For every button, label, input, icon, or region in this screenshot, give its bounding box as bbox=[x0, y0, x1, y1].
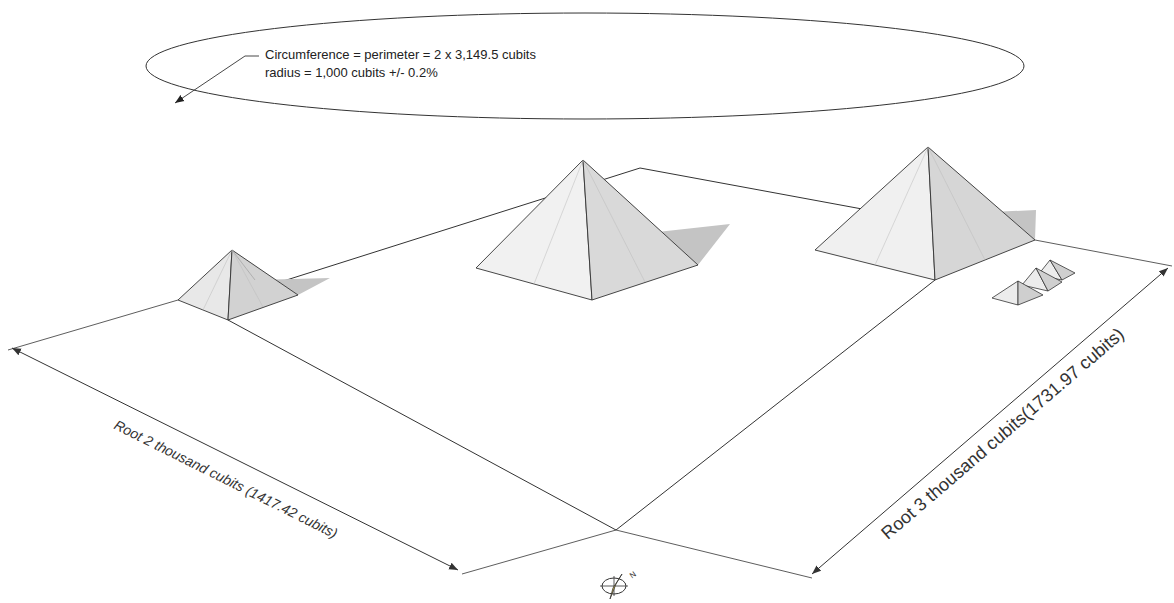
leader-line bbox=[175, 56, 259, 103]
dimension-lines bbox=[12, 268, 1168, 574]
compass-letter-holder: N bbox=[626, 569, 639, 582]
dimension-label: Root 2 thousand cubits (1417.42 cubits) bbox=[110, 416, 342, 543]
circle-outline bbox=[146, 13, 1024, 119]
compass-letter: N bbox=[626, 569, 639, 582]
circle-annotation: Circumference = perimeter = 2 x 3,149.5 … bbox=[145, 12, 1025, 120]
khufu-pyramid bbox=[815, 147, 1035, 280]
annotation-text: radius = 1,000 cubits +/- 0.2% bbox=[265, 64, 1025, 82]
khafre-pyramid bbox=[476, 160, 698, 300]
annotation-text: Circumference = perimeter = 2 x 3,149.5 … bbox=[265, 46, 1025, 64]
north-compass bbox=[600, 574, 628, 599]
dimension-label: Root 3 thousand cubits(1731.97 cubits) bbox=[876, 323, 1130, 546]
dimension-label-holder: Root 3 thousand cubits(1731.97 cubits) bbox=[876, 323, 1130, 546]
dimension-label-holder: Root 2 thousand cubits (1417.42 cubits) bbox=[110, 416, 342, 543]
queens-pyramids bbox=[992, 260, 1075, 305]
menkaure-pyramid bbox=[178, 250, 298, 320]
